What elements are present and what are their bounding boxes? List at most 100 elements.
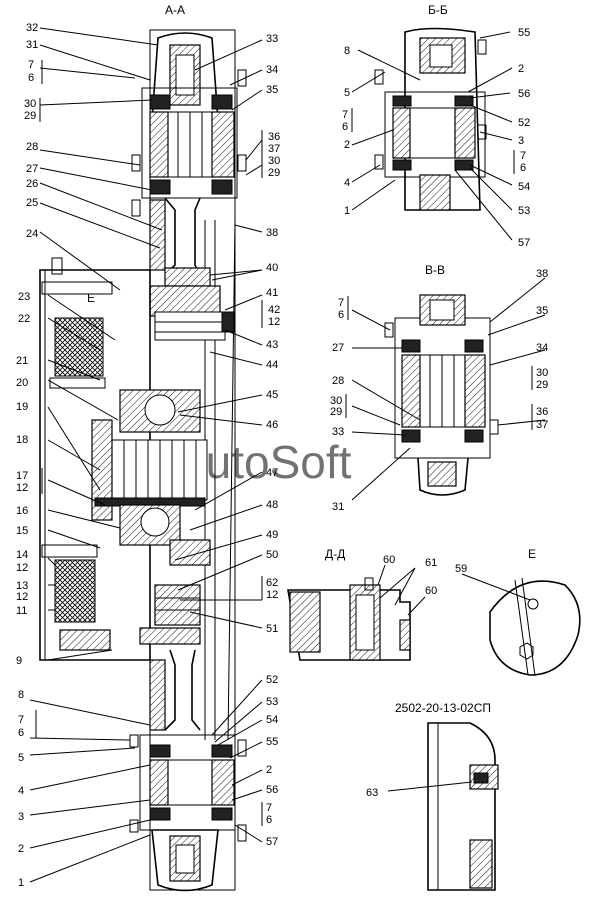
callout: 6: [520, 162, 526, 174]
callout: 7: [520, 150, 526, 162]
callout: 46: [266, 419, 278, 431]
callout: 35: [536, 305, 548, 317]
callout: 12: [266, 589, 278, 601]
callout: 27: [26, 163, 38, 175]
section-aa-leaders: [29, 27, 163, 883]
callout: 9: [16, 655, 22, 667]
callout: 51: [266, 623, 278, 635]
callout: 49: [266, 529, 278, 541]
callout: 21: [16, 355, 28, 367]
callout: 38: [266, 227, 278, 239]
callout: 2: [266, 764, 272, 776]
title-dd: Д-Д: [325, 547, 345, 561]
callout: 22: [18, 313, 30, 325]
callout: 31: [332, 501, 344, 513]
callout: 30: [24, 98, 36, 110]
section-aa-leaders-right: [174, 39, 263, 843]
callout: 38: [536, 268, 548, 280]
section-dd-view: [287, 577, 411, 661]
callout: 48: [266, 499, 278, 511]
title-e: Е: [528, 547, 536, 561]
callout: 5: [344, 87, 350, 99]
part-2502-inset: [387, 722, 499, 891]
callouts-aa-left: 32 31 7 6 30 29 28 27 26 25 24 23 22 21 …: [16, 22, 38, 889]
callout: 40: [266, 262, 278, 274]
callout: 6: [28, 72, 34, 84]
callout: 24: [26, 228, 38, 240]
callout: 7: [266, 802, 272, 814]
section-aa-view: [39, 29, 247, 892]
callout: 50: [266, 549, 278, 561]
callout: 54: [518, 181, 530, 193]
callout: 56: [518, 88, 530, 100]
callout: 25: [26, 197, 38, 209]
callout: 37: [268, 143, 280, 155]
callout: 8: [18, 689, 24, 701]
callout: 7: [28, 59, 34, 71]
view-e: [461, 573, 581, 677]
callout: 43: [266, 339, 278, 351]
callout: 11: [16, 605, 27, 617]
callout: 53: [266, 696, 278, 708]
section-titles: А-А Б-Б В-В Д-Д Е Е 2502-20-13-02СП: [87, 3, 536, 715]
callout: 62: [266, 577, 278, 589]
callout: 29: [24, 110, 36, 122]
callouts-bb: 8 5 7 6 2 4 1 55 2 56 52 3 7 6 54 53 57: [342, 27, 530, 249]
callout: 7: [338, 297, 344, 309]
callout: 63: [366, 787, 378, 799]
fraction-marks: [35, 60, 533, 826]
callout: 35: [266, 84, 278, 96]
callout: 15: [16, 525, 28, 537]
callout: 33: [332, 426, 344, 438]
callouts-aa-right: 33 34 35 36 37 30 29 38 40 41 42 12 43 4…: [266, 33, 280, 848]
callout: 31: [26, 39, 38, 51]
callout: 44: [266, 359, 278, 371]
callout: 30: [268, 155, 280, 167]
callout: 6: [18, 727, 24, 739]
callout: 2: [518, 63, 524, 75]
callout: 52: [266, 674, 278, 686]
callout: 32: [26, 22, 38, 34]
callout: 6: [266, 814, 272, 826]
callout: 5: [18, 752, 24, 764]
callout: 55: [266, 736, 278, 748]
callout: 17: [16, 470, 28, 482]
callout: 57: [266, 836, 278, 848]
callout: 61: [425, 557, 437, 569]
section-vv-leaders: [351, 277, 546, 501]
callout: 28: [332, 375, 344, 387]
callout: 7: [18, 714, 24, 726]
callout: 26: [26, 178, 38, 190]
callout: 56: [266, 784, 278, 796]
callout: 12: [16, 591, 28, 603]
callout: 23: [18, 291, 30, 303]
callout: 34: [536, 342, 548, 354]
callout: 27: [332, 342, 344, 354]
callout: 16: [16, 505, 28, 517]
callout: 47: [266, 467, 278, 479]
callout: 30: [330, 395, 342, 407]
callout: 53: [518, 205, 530, 217]
callout: 29: [330, 406, 342, 418]
title-vv: В-В: [425, 263, 445, 277]
callout: 14: [16, 549, 28, 561]
callout: 13: [16, 580, 28, 592]
callout: 37: [536, 419, 548, 431]
callout: 20: [16, 377, 28, 389]
callout: 41: [266, 287, 278, 299]
callout: 3: [518, 135, 524, 147]
section-dd-leaders: [377, 564, 426, 616]
callout: 1: [18, 877, 24, 889]
callout: 2: [344, 139, 350, 151]
callout: 1: [344, 205, 350, 217]
title-aa: А-А: [165, 3, 185, 17]
section-vv-view: [384, 294, 499, 496]
callout: 59: [455, 563, 467, 575]
callout: 4: [344, 177, 350, 189]
callout: 57: [518, 237, 530, 249]
section-bb-leaders: [351, 31, 513, 241]
callout: 8: [344, 45, 350, 57]
callout: 7: [342, 109, 348, 121]
callout: 29: [536, 379, 548, 391]
